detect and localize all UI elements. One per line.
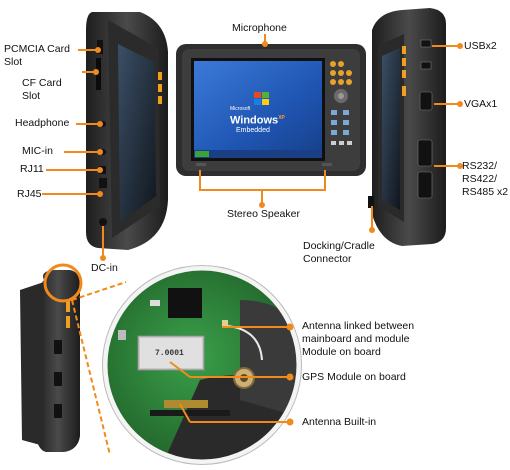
- label-pcmcia-line2: Slot: [4, 56, 23, 68]
- label-docking-line1: Docking/Cradle: [303, 240, 375, 252]
- label-microphone: Microphone: [232, 22, 287, 34]
- label-stereo-speaker: Stereo Speaker: [227, 208, 300, 220]
- label-antenna-builtin: Antenna Built-in: [302, 416, 377, 428]
- front-device: [176, 44, 366, 176]
- label-vga: VGAx1: [464, 98, 498, 110]
- label-antenna-linked: Antenna linked between mainboard and mod…: [302, 320, 414, 359]
- label-pcmcia-line1: PCMCIA Card: [4, 43, 70, 55]
- label-antenna-linked-line3: Module on board: [302, 346, 381, 358]
- screen-brand: Microsoft WindowsXP Embedded: [230, 106, 310, 135]
- bottom-left-device: [20, 270, 80, 452]
- label-antenna-linked-line1: Antenna linked between: [302, 320, 415, 332]
- label-cf: CF Card Slot: [22, 77, 62, 103]
- edition-text: Embedded: [236, 126, 270, 134]
- label-headphone: Headphone: [15, 117, 70, 129]
- label-mic-in: MIC-in: [22, 145, 53, 157]
- label-serial-line1: RS232/: [462, 160, 498, 172]
- left-side-device: [86, 12, 168, 250]
- label-rj11: RJ11: [20, 163, 44, 175]
- brand-text: Windows: [230, 114, 279, 127]
- zoom-highlight-ring: [43, 263, 83, 303]
- label-docking-line2: Connector: [303, 253, 352, 265]
- label-cf-line2: Slot: [22, 90, 41, 102]
- right-side-device: [368, 8, 446, 246]
- brand-sup-text: XP: [278, 115, 285, 121]
- label-serial-line2: RS422/: [462, 173, 498, 185]
- front-keypad: [330, 61, 352, 145]
- label-dc-in: DC-in: [91, 262, 118, 274]
- label-cf-line1: CF Card: [22, 77, 62, 89]
- module-chip-text: 7.0001: [155, 349, 184, 358]
- label-serial: RS232/ RS422/ RS485 x2: [462, 160, 508, 199]
- label-rj45: RJ45: [17, 188, 42, 200]
- label-gps: GPS Module on board: [302, 371, 406, 383]
- brand-small-text: Microsoft: [230, 106, 251, 112]
- label-pcmcia: PCMCIA Card Slot: [4, 43, 70, 69]
- label-usb: USBx2: [464, 40, 497, 52]
- callout-dots: [93, 41, 463, 426]
- label-antenna-linked-line2: mainboard and module: [302, 333, 410, 345]
- zoom-circle: [102, 265, 302, 465]
- label-docking: Docking/Cradle Connector: [303, 240, 375, 266]
- label-serial-line3: RS485 x2: [462, 186, 509, 198]
